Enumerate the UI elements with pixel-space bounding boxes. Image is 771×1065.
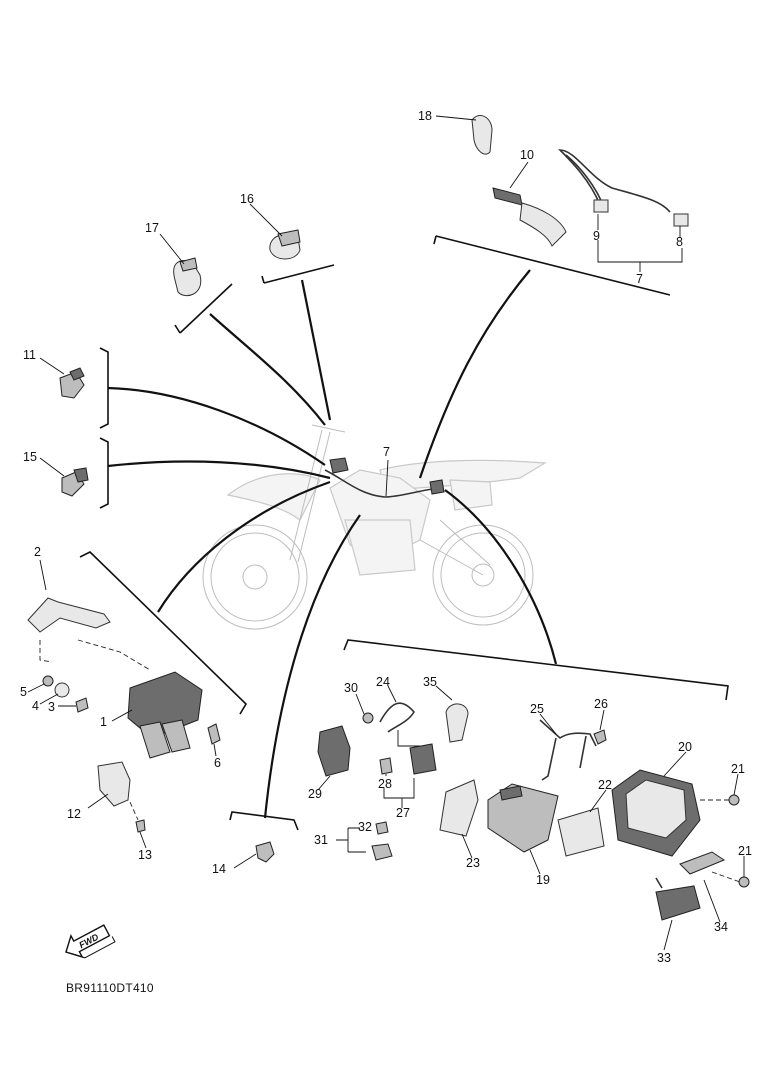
screw-26 — [593, 729, 607, 745]
callout-2: 2 — [34, 545, 41, 559]
part-28 — [379, 757, 393, 775]
inset-sub-harness — [433, 115, 689, 296]
callout-31: 31 — [314, 833, 328, 847]
pointer-arrows — [107, 269, 558, 819]
clamp-17 — [173, 260, 202, 297]
callout-24: 24 — [376, 675, 390, 689]
callout-33: 33 — [657, 951, 671, 965]
bracket-2 — [27, 597, 111, 633]
callout-35: 35 — [423, 675, 437, 689]
pad-22 — [557, 807, 605, 857]
callout-32: 32 — [358, 820, 372, 834]
inset-bolt-14 — [229, 811, 299, 863]
callout-29: 29 — [308, 787, 322, 801]
callout-1: 1 — [100, 715, 107, 729]
callout-7b: 7 — [636, 272, 643, 286]
clamp-18 — [471, 115, 493, 155]
callout-10: 10 — [520, 148, 534, 162]
nut-21a — [728, 794, 740, 806]
regulator-1 — [127, 671, 203, 739]
harness-10 — [492, 187, 523, 206]
inset-regulator — [27, 551, 248, 833]
callout-11: 11 — [23, 348, 36, 362]
fwd-arrow-icon: FWD — [65, 924, 116, 959]
inset-sensors — [59, 347, 109, 509]
callout-7a: 7 — [383, 445, 390, 459]
callout-26: 26 — [594, 697, 608, 711]
callout-21b: 21 — [738, 844, 752, 858]
cable-25 — [539, 719, 597, 747]
cover-23 — [439, 779, 479, 837]
screw-13 — [135, 819, 146, 833]
battery-19 — [487, 783, 559, 853]
callout-30: 30 — [344, 681, 358, 695]
callout-34: 34 — [714, 920, 728, 934]
inset-battery — [317, 639, 750, 921]
part-24 — [379, 702, 415, 733]
leader-lines — [27, 115, 745, 951]
callout-9: 9 — [593, 229, 600, 243]
diagram-code: BR91110DT410 — [66, 981, 154, 995]
washer-4 — [54, 682, 70, 698]
callout-21a: 21 — [731, 762, 745, 776]
callout-28: 28 — [378, 777, 392, 791]
callout-25: 25 — [530, 702, 544, 716]
callout-16: 16 — [240, 192, 254, 206]
part-29 — [317, 725, 351, 777]
callout-8: 8 — [676, 235, 683, 249]
callout-19: 19 — [536, 873, 550, 887]
bracket-12 — [97, 761, 131, 807]
nut-5 — [42, 675, 54, 687]
bolt-3 — [75, 697, 89, 713]
connector-8 — [673, 213, 689, 227]
callout-3: 3 — [48, 700, 55, 714]
callout-12: 12 — [67, 807, 81, 821]
nut-21b — [738, 876, 750, 888]
inset-clamps — [173, 229, 335, 334]
strap-34 — [679, 851, 726, 875]
callout-20: 20 — [678, 740, 692, 754]
callout-23: 23 — [466, 856, 480, 870]
part-33 — [655, 885, 701, 921]
callout-15: 15 — [23, 450, 37, 464]
relay-27 — [409, 743, 437, 775]
callout-27: 27 — [396, 806, 410, 820]
callout-22: 22 — [598, 778, 612, 792]
callout-14: 14 — [212, 862, 226, 876]
callout-13: 13 — [138, 848, 152, 862]
bolt-14 — [255, 841, 275, 863]
bolt-6 — [207, 723, 221, 745]
fuse-32 — [375, 821, 389, 835]
callout-17: 17 — [145, 221, 159, 235]
motorcycle-silhouette — [202, 424, 547, 630]
nut-30 — [362, 712, 374, 724]
fuse-holder-31 — [371, 843, 393, 861]
callout-labels: 1 2 3 4 5 6 7 7 8 9 10 11 12 13 14 15 16… — [20, 109, 752, 965]
callout-4: 4 — [32, 699, 39, 713]
connector-9 — [593, 199, 609, 213]
part-35 — [445, 703, 469, 743]
callout-5: 5 — [20, 685, 27, 699]
callout-6: 6 — [214, 756, 221, 770]
callout-18: 18 — [418, 109, 432, 123]
